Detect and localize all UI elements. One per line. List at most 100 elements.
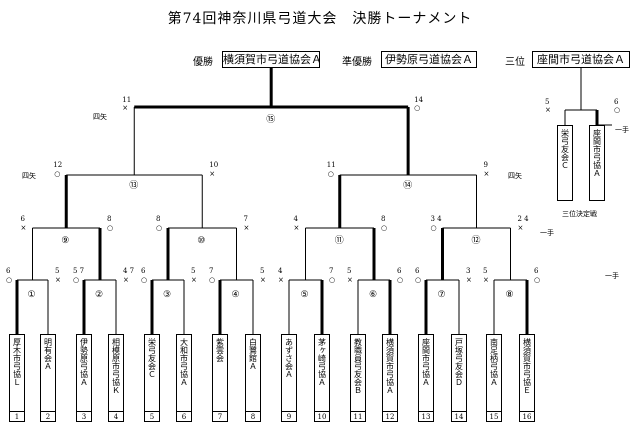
team-number: 7 bbox=[212, 411, 228, 422]
match-number: ⑬ bbox=[129, 181, 139, 191]
score: 10 bbox=[209, 161, 219, 169]
team-number: 6 bbox=[176, 411, 192, 422]
result-mark: ○ bbox=[430, 224, 437, 232]
score: 6 bbox=[20, 215, 25, 223]
result-mark: × bbox=[293, 224, 300, 232]
runnerup-label: 準優勝 bbox=[342, 57, 372, 68]
team-number: 1 bbox=[9, 411, 25, 422]
result-mark: × bbox=[278, 276, 284, 284]
team-name: 南足柄弓協Ａ bbox=[486, 334, 502, 412]
team-number: 5 bbox=[144, 411, 160, 422]
team-name: 白鷺館Ａ bbox=[245, 334, 261, 412]
note-hitote-1: 一手 bbox=[540, 229, 554, 237]
match-number: ⑭ bbox=[403, 181, 413, 191]
team-number: 4 bbox=[108, 411, 124, 422]
result-mark: × bbox=[123, 276, 129, 284]
score: 5 bbox=[260, 267, 265, 275]
result-mark: ○ bbox=[209, 276, 216, 284]
score: 5 bbox=[55, 267, 60, 275]
result-mark: ○ bbox=[534, 276, 541, 284]
result-mark: ○ bbox=[107, 224, 114, 232]
score: 9 bbox=[483, 161, 488, 169]
team-number: 10 bbox=[314, 411, 330, 422]
team-name: 厚木市弓協Ｌ bbox=[9, 334, 25, 412]
score: 11 bbox=[122, 96, 132, 104]
note-yonya-1: 四矢 bbox=[93, 113, 107, 121]
result-mark: × bbox=[260, 276, 266, 284]
result-mark: ○ bbox=[381, 224, 388, 232]
team-name: 教職員弓友会Ｂ bbox=[350, 334, 366, 412]
result-mark: × bbox=[191, 276, 197, 284]
result-mark: × bbox=[466, 276, 472, 284]
result-mark: ○ bbox=[141, 276, 148, 284]
result-mark: ○ bbox=[73, 276, 80, 284]
team-number: 9 bbox=[281, 411, 297, 422]
score: 6 bbox=[534, 267, 539, 275]
score: 2 4 bbox=[517, 215, 529, 223]
team-name: 大和市弓協Ａ bbox=[176, 334, 192, 412]
team-number: 12 bbox=[382, 411, 398, 422]
result-mark: × bbox=[209, 170, 216, 178]
score: 6 bbox=[6, 267, 11, 275]
note-hitote-2: 一手 bbox=[605, 272, 619, 280]
score: 14 bbox=[414, 96, 424, 104]
result-mark: ○ bbox=[156, 224, 163, 232]
score: 7 bbox=[243, 215, 248, 223]
score: 7 bbox=[329, 267, 334, 275]
match-number: ⑮ bbox=[266, 115, 276, 125]
score: 8 bbox=[156, 215, 161, 223]
match-number: ⑤ bbox=[300, 290, 309, 300]
score: 5 bbox=[191, 267, 196, 275]
team-name: 茅ヶ崎弓協Ａ bbox=[314, 334, 330, 412]
result-mark: × bbox=[483, 276, 489, 284]
result-mark: × bbox=[517, 224, 524, 232]
team-number: 2 bbox=[40, 411, 56, 422]
third-right-team: 座間市弓協Ａ bbox=[589, 125, 605, 201]
match-number: ② bbox=[95, 290, 104, 300]
champion-label: 優勝 bbox=[193, 57, 213, 68]
match-number: ④ bbox=[231, 290, 240, 300]
match-number: ① bbox=[27, 290, 36, 300]
page-title: 第74回神奈川県弓道大会 決勝トーナメント bbox=[167, 11, 473, 27]
third-left-team: 栄弓友会Ｃ bbox=[557, 125, 573, 201]
score: 4 bbox=[278, 267, 283, 275]
team-name: 相模原市弓協Ｋ bbox=[108, 334, 124, 412]
note-yonya-3: 四矢 bbox=[508, 172, 522, 180]
team-number: 8 bbox=[245, 411, 261, 422]
team-name: 戸塚弓友会Ｄ bbox=[451, 334, 467, 412]
score: 4 7 bbox=[123, 267, 135, 275]
score: 4 bbox=[293, 215, 298, 223]
score: 6 bbox=[397, 267, 402, 275]
score: 12 bbox=[53, 161, 63, 169]
team-name: 横須賀市弓協Ａ bbox=[382, 334, 398, 412]
team-number: 14 bbox=[451, 411, 467, 422]
team-number: 13 bbox=[418, 411, 434, 422]
result-mark: ○ bbox=[327, 170, 334, 178]
team-number: 15 bbox=[486, 411, 502, 422]
team-number: 11 bbox=[350, 411, 366, 422]
team-name: 座間市弓協Ａ bbox=[418, 334, 434, 412]
score: 8 bbox=[381, 215, 386, 223]
match-number: ⑥ bbox=[369, 290, 378, 300]
result-mark: ○ bbox=[329, 276, 336, 284]
result-mark: ○ bbox=[54, 170, 61, 178]
score: 6 bbox=[415, 267, 420, 275]
team-name: 伊勢原弓協Ａ bbox=[76, 334, 92, 412]
result-mark: × bbox=[243, 224, 250, 232]
score: 3 4 bbox=[430, 215, 442, 223]
score: 7 bbox=[209, 267, 214, 275]
runnerup-box: 伊勢原弓道協会Ａ bbox=[381, 51, 477, 68]
score: 3 bbox=[466, 267, 471, 275]
result-mark: × bbox=[483, 170, 490, 178]
third-box: 座間市弓道協会Ａ bbox=[532, 51, 630, 68]
score: 5 bbox=[483, 267, 488, 275]
result-mark: × bbox=[55, 276, 61, 284]
result-mark: × bbox=[20, 224, 27, 232]
match-number: ⑪ bbox=[334, 236, 344, 246]
result-mark: × bbox=[347, 276, 353, 284]
third-place-caption: 三位決定戦 bbox=[562, 210, 597, 218]
champion-box: 横須賀市弓道協会Ａ bbox=[222, 51, 320, 68]
match-number: ⑫ bbox=[471, 236, 481, 246]
